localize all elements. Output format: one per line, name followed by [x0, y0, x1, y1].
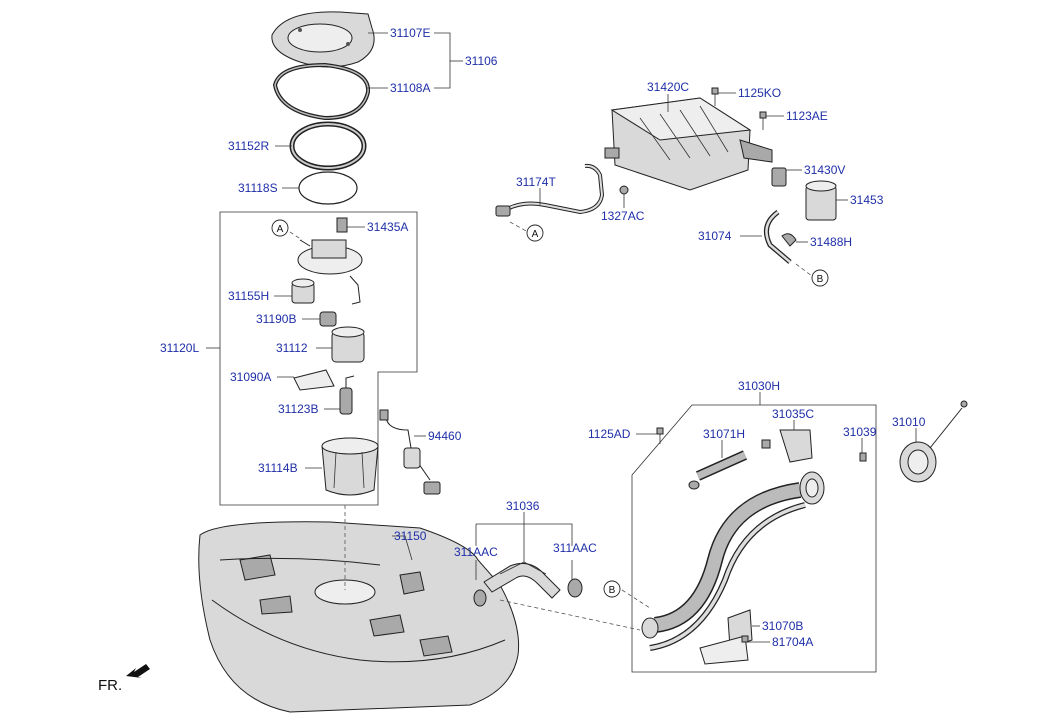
- part-31190B-regulator: [319, 311, 337, 327]
- part-31112-reservoir: [331, 326, 365, 363]
- label-31010: 31010: [892, 415, 926, 429]
- part-31074-hose: [763, 209, 792, 264]
- part-31123B-pump: [339, 375, 355, 415]
- callout-a-right: A: [526, 224, 544, 242]
- label-31039: 31039: [843, 425, 877, 439]
- front-label: FR.: [98, 677, 122, 694]
- label-31430V: 31430V: [804, 163, 845, 177]
- part-31114B-bucket: [321, 437, 379, 496]
- part-81704A-screw: [741, 635, 749, 643]
- part-31010-fuel-cap: [899, 400, 968, 483]
- part-31030H-filler-neck: [641, 471, 825, 651]
- part-31488H-clip: [781, 233, 797, 247]
- part-31174T-vapor-hose: [495, 163, 605, 217]
- label-311AAC-right: 311AAC: [553, 541, 597, 555]
- label-31090A: 31090A: [230, 370, 271, 384]
- part-pump-flange: [297, 217, 363, 305]
- label-31118S: 31118S: [238, 181, 278, 195]
- label-31114B: 31114B: [258, 461, 298, 475]
- connection-a-right-line: [509, 221, 529, 233]
- label-31107E: 31107E: [390, 26, 430, 40]
- assembly-bracket-31120L: [219, 211, 418, 506]
- part-94460-level-sender: [379, 409, 441, 495]
- part-31155H-filter: [291, 278, 315, 304]
- assembly-bracket-31030H: [631, 404, 877, 673]
- label-31435A: 31435A: [367, 220, 408, 234]
- label-31035C: 31035C: [772, 407, 814, 421]
- callout-b-bottom: B: [603, 580, 621, 598]
- label-31152R: 31152R: [228, 139, 269, 153]
- label-81704A: 81704A: [772, 635, 813, 649]
- label-31123B: 31123B: [278, 402, 318, 416]
- label-31488H: 31488H: [810, 235, 852, 249]
- part-31035C-housing: [761, 429, 813, 463]
- part-1327AC-nut: [619, 185, 629, 195]
- label-31190B: 31190B: [256, 312, 296, 326]
- part-31152R-lock-ring: [289, 121, 367, 171]
- label-31120L: 31120L: [160, 341, 199, 355]
- label-1125KO: 1125KO: [738, 86, 781, 100]
- part-1123AE-bolt: [759, 111, 767, 130]
- front-direction-arrow-icon: [126, 664, 150, 678]
- callout-a-top: A: [271, 219, 289, 237]
- label-31070B: 31070B: [762, 619, 803, 633]
- part-31430V-valve: [771, 167, 787, 187]
- label-31071H: 31071H: [703, 427, 745, 441]
- callout-b-top: B: [811, 269, 829, 287]
- label-31112: 31112: [276, 341, 308, 355]
- connection-b-top-line: [795, 263, 813, 277]
- part-31090A-plate: [293, 369, 335, 391]
- label-311AAC-left: 311AAC: [454, 545, 498, 559]
- label-31036: 31036: [506, 499, 540, 513]
- connection-a-line: [289, 231, 303, 241]
- svg-text:A: A: [277, 224, 284, 235]
- part-31039-screw: [859, 452, 867, 462]
- svg-text:B: B: [817, 274, 824, 285]
- label-31155H: 31155H: [228, 289, 269, 303]
- label-31030H: 31030H: [738, 379, 780, 393]
- front-direction-marker: FR.: [98, 664, 150, 694]
- part-31453-filter: [805, 180, 837, 221]
- part-31420C-canister: [604, 97, 773, 191]
- label-1125AD: 1125AD: [588, 427, 631, 441]
- label-1123AE: 1123AE: [786, 109, 828, 123]
- label-31453: 31453: [850, 193, 884, 207]
- part-31071H-hose: [688, 450, 748, 490]
- label-1327AC: 1327AC: [601, 209, 645, 223]
- label-31150: 31150: [394, 529, 427, 543]
- label-31174T: 31174T: [516, 175, 556, 189]
- svg-text:A: A: [532, 229, 539, 240]
- svg-text:B: B: [609, 585, 616, 596]
- connection-neck-line: [499, 599, 641, 631]
- label-94460: 94460: [428, 429, 462, 443]
- part-31107E-cover: [271, 11, 375, 68]
- label-31106: 31106: [465, 54, 498, 68]
- label-31108A: 31108A: [390, 81, 430, 95]
- part-31150-fuel-tank: [198, 521, 520, 713]
- label-31074: 31074: [698, 229, 732, 243]
- leader-lines: [206, 32, 917, 643]
- label-31420C: 31420C: [647, 80, 689, 94]
- part-1125AD-bolt: [656, 427, 664, 444]
- part-31118S-o-ring: [298, 171, 358, 205]
- part-1125KO-bolt: [711, 87, 719, 106]
- connection-b-bottom-line: [621, 589, 651, 609]
- part-31108A-gasket: [272, 62, 371, 121]
